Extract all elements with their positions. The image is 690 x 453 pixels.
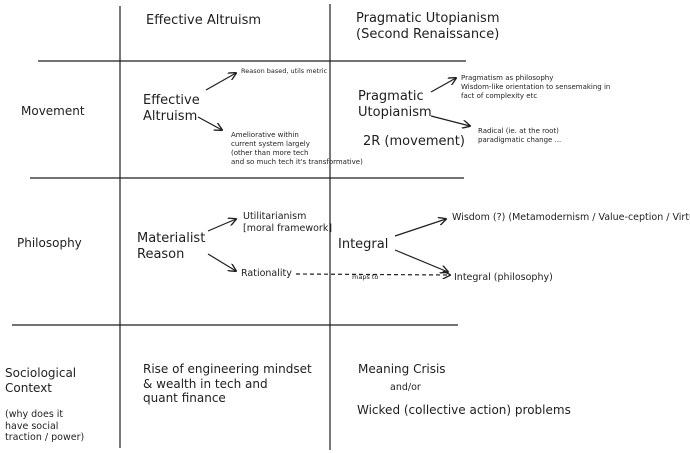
- row-header-movement: Movement: [21, 104, 85, 118]
- movement-ea-ameliorative: Ameliorative within current system large…: [231, 131, 363, 167]
- column-header-pragmatic-utopianism: Pragmatic Utopianism (Second Renaissance…: [356, 11, 500, 42]
- row-header-philosophy: Philosophy: [17, 236, 82, 250]
- row-header-sociological-context: Sociological Context: [5, 366, 77, 395]
- movement-pu-center: Pragmatic Utopianism: [358, 89, 432, 120]
- movement-pu-radical: Radical (ie. at the root) paradigmatic c…: [478, 127, 562, 145]
- movement-pu-pragmatism: Pragmatism as philosophy Wisdom-like ori…: [461, 74, 611, 101]
- sociological-wicked-problems: Wicked (collective action) problems: [357, 403, 571, 417]
- movement-pu-2r: 2R (movement): [363, 134, 465, 149]
- philosophy-integral-philosophy: Integral (philosophy): [454, 272, 553, 283]
- arrow-pu-pragmatism: [430, 78, 456, 93]
- arrow-integral-wisdom: [394, 219, 446, 237]
- arrow-ea-ameliorative: [197, 116, 222, 130]
- row-header-sociological-note: (why does it have social traction / powe…: [5, 409, 85, 444]
- movement-ea-center: Effective Altruism: [143, 93, 200, 124]
- arrow-materialist-utilitarianism: [207, 219, 236, 232]
- movement-ea-reason-based: Reason based, utils metric: [241, 67, 328, 75]
- philosophy-materialist-reason: Materialist Reason: [137, 231, 206, 262]
- sociological-and-or: and/or: [390, 382, 421, 393]
- philosophy-rationality: Rationality: [241, 268, 292, 279]
- sociological-meaning-crisis: Meaning Crisis: [358, 362, 446, 376]
- arrow-ea-reason-based: [205, 73, 236, 91]
- philosophy-utilitarianism: Utilitarianism [moral framework]: [243, 211, 333, 234]
- arrow-maps-to: [295, 274, 450, 275]
- philosophy-integral: Integral: [338, 237, 389, 252]
- arrow-materialist-rationality: [207, 253, 236, 271]
- philosophy-wisdom: Wisdom (?) (Metamodernism / Value-ceptio…: [452, 212, 690, 223]
- arrow-integral-philosophy: [394, 249, 448, 272]
- sociological-ea-context: Rise of engineering mindset & wealth in …: [143, 362, 312, 406]
- arrow-pu-radical: [430, 115, 470, 126]
- philosophy-maps-to-label: maps to: [352, 273, 379, 281]
- column-header-effective-altruism: Effective Altruism: [146, 13, 262, 28]
